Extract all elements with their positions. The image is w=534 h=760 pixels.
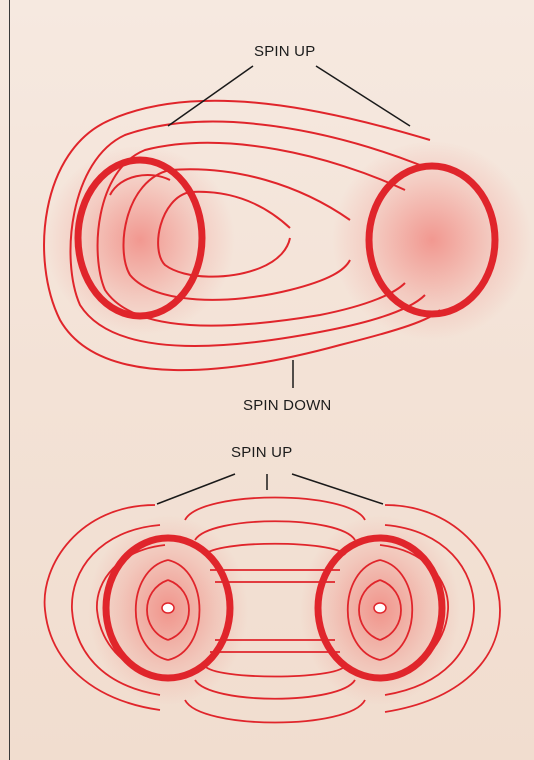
bottom-leader-lines xyxy=(157,474,383,504)
top-left-glow xyxy=(45,145,235,335)
bottom-right-center-marker xyxy=(374,603,386,613)
top-diagram xyxy=(44,66,532,388)
bottom-spin-up-leader-left xyxy=(157,474,235,504)
top-spin-up-leader-left xyxy=(168,66,253,126)
top-spin-down-label: SPIN DOWN xyxy=(243,397,331,414)
bottom-bridge-line-1 xyxy=(185,498,365,521)
top-right-glow xyxy=(332,140,532,340)
top-spin-up-label: SPIN UP xyxy=(254,43,315,60)
bottom-spin-up-label: SPIN UP xyxy=(231,444,292,461)
bottom-left-center-marker xyxy=(162,603,174,613)
top-spin-up-leader-right xyxy=(316,66,410,126)
bottom-diagram xyxy=(45,474,500,723)
bottom-bridge-line-10 xyxy=(185,700,365,723)
